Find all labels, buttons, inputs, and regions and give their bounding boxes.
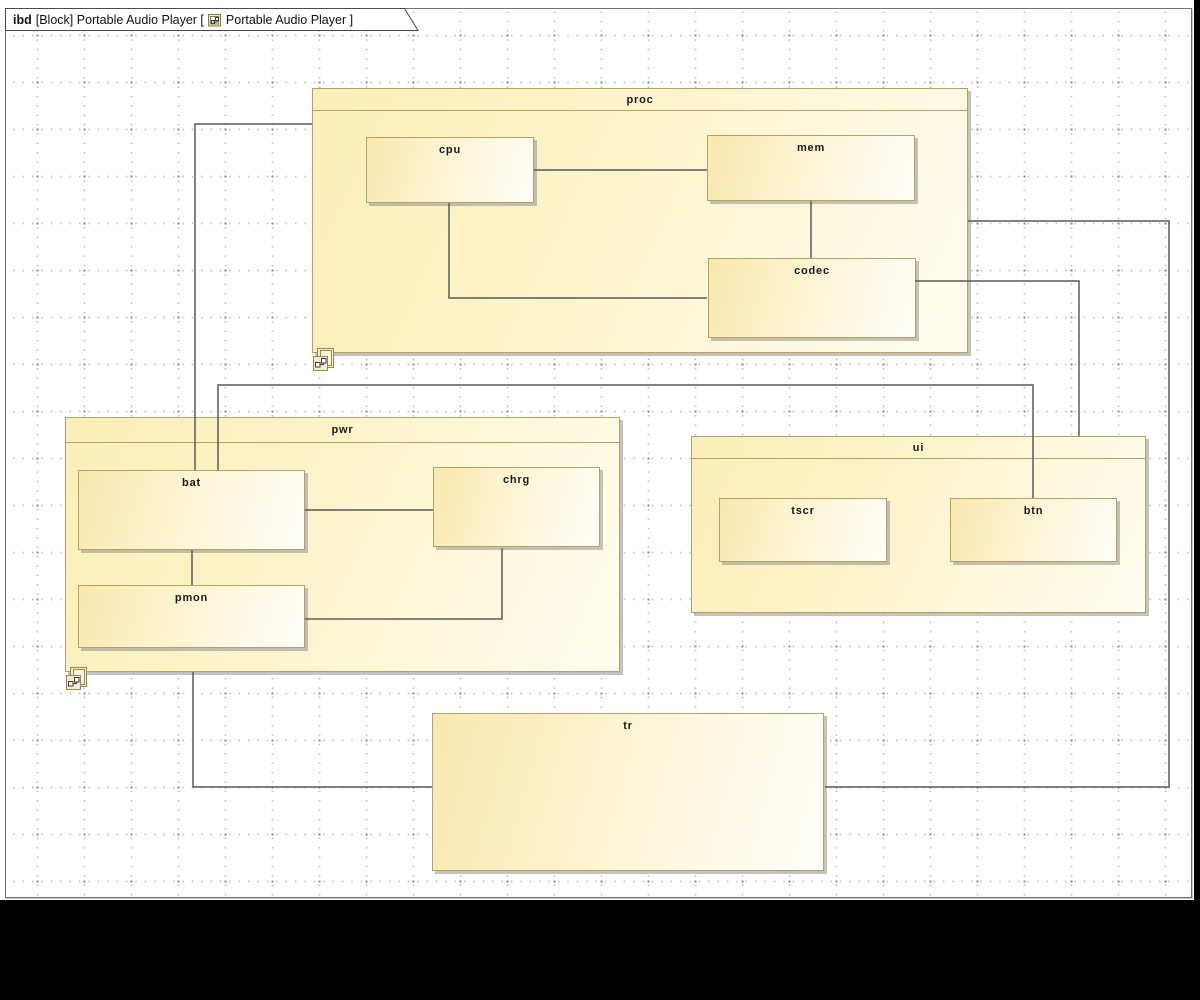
- part-tscr-label: tscr: [791, 505, 815, 517]
- part-btn-label: btn: [1023, 505, 1044, 517]
- block-pwr-label: pwr: [331, 424, 354, 436]
- tab-diagram-kind: ibd: [13, 12, 32, 27]
- part-chrg-label: chrg: [502, 474, 531, 486]
- tab-diagram-name: Portable Audio Player ]: [225, 12, 354, 27]
- part-codec-label: codec: [794, 265, 830, 277]
- part-mem-label: mem: [796, 142, 826, 154]
- part-mem[interactable]: mem: [707, 135, 915, 201]
- block-proc-label: proc: [626, 93, 654, 106]
- block-pwr-header: pwr: [66, 418, 619, 443]
- part-bat[interactable]: bat: [78, 470, 305, 550]
- tab-context-text: [Block] Portable Audio Player [: [35, 12, 204, 27]
- block-proc-header: proc: [313, 89, 967, 111]
- ibd-diagram-icon[interactable]: [65, 666, 88, 691]
- part-tscr[interactable]: tscr: [719, 498, 887, 562]
- block-pwr[interactable]: pwr bat chrg pmon: [65, 417, 620, 690]
- ibd-diagram-icon: [207, 13, 221, 26]
- block-ui-header: ui: [692, 437, 1145, 459]
- part-pmon[interactable]: pmon: [78, 585, 305, 648]
- part-btn[interactable]: btn: [950, 498, 1117, 562]
- block-tr[interactable]: tr: [432, 713, 824, 871]
- ibd-diagram-icon[interactable]: [312, 347, 335, 372]
- part-cpu-label: cpu: [439, 144, 461, 156]
- block-ui-label: ui: [912, 441, 925, 454]
- part-pmon-label: pmon: [174, 592, 209, 604]
- part-codec[interactable]: codec: [708, 258, 916, 338]
- part-bat-label: bat: [182, 477, 201, 489]
- part-chrg[interactable]: chrg: [433, 467, 600, 547]
- part-cpu[interactable]: cpu: [366, 137, 534, 203]
- diagram-page: proc cpu mem codec pwr bat chrg: [0, 0, 1194, 900]
- block-ui[interactable]: ui tscr btn: [691, 436, 1146, 613]
- block-tr-label: tr: [623, 720, 633, 732]
- diagram-frame-tab: ibd [Block] Portable Audio Player [ Port…: [5, 8, 419, 31]
- block-proc[interactable]: proc cpu mem codec: [312, 88, 968, 371]
